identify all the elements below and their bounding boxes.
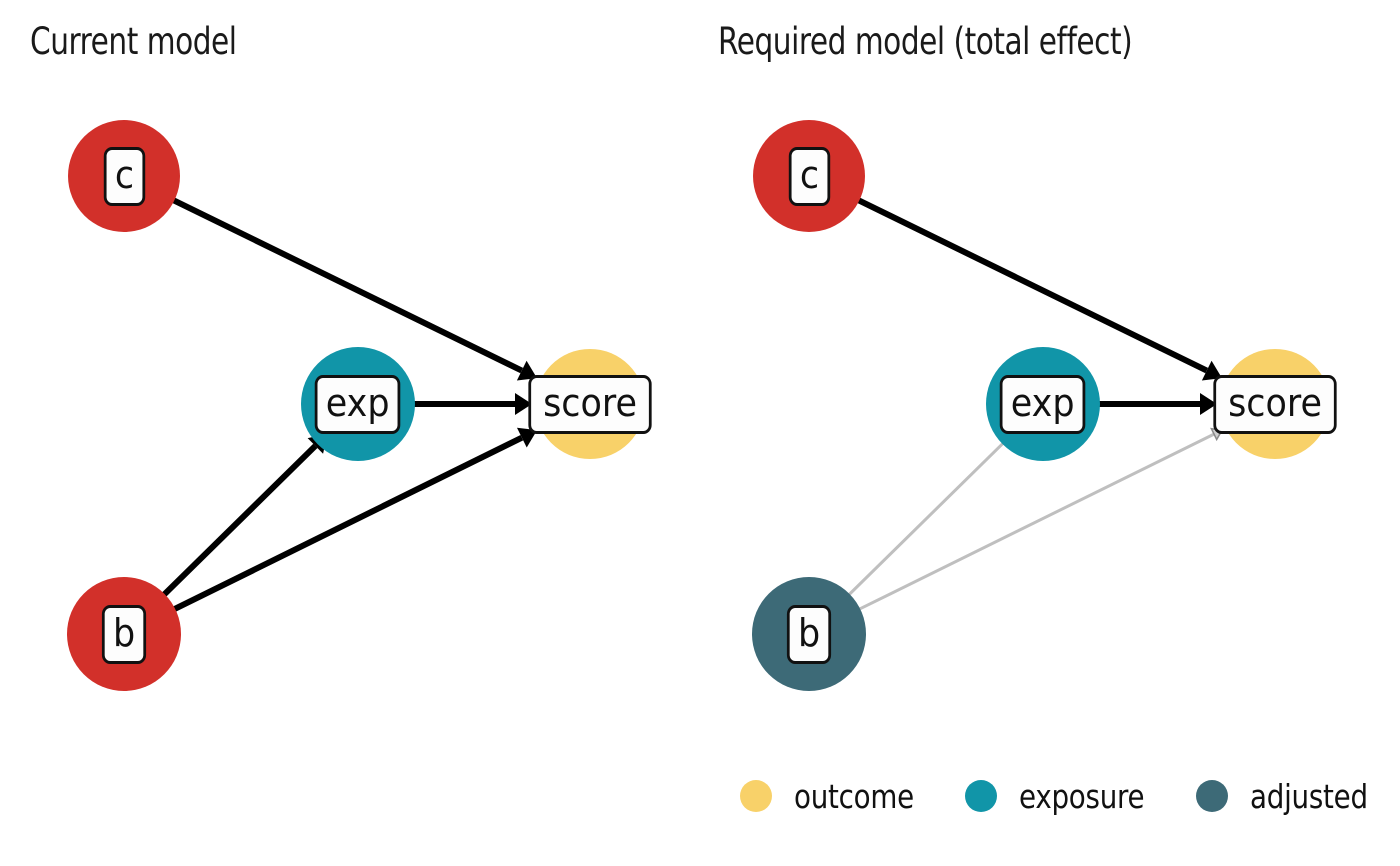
dag-node-label-c: c	[788, 146, 830, 206]
legend-swatch-icon	[740, 780, 772, 812]
dag-node-required-c[interactable]: c	[753, 120, 865, 232]
dag-edge-c-to-score	[172, 197, 524, 374]
dag-node-label-score: score	[528, 374, 652, 434]
legend-swatch-icon	[964, 780, 997, 812]
dag-node-required-exp[interactable]: exp	[986, 347, 1100, 461]
dag-node-label-b: b	[786, 604, 832, 664]
legend-label: adjusted	[1249, 776, 1368, 816]
dag-node-label-b: b	[101, 604, 147, 664]
dag-edge-c-to-score	[857, 197, 1209, 374]
legend-item-adjusted[interactable]: adjusted	[1195, 776, 1390, 816]
dag-node-required-score[interactable]: score	[1213, 349, 1337, 459]
legend-item-exposure[interactable]: exposure	[964, 776, 1168, 816]
dag-node-current-score[interactable]: score	[528, 349, 652, 459]
legend-swatch-icon	[1195, 780, 1228, 812]
dag-edge-b-to-score	[172, 434, 524, 612]
dag-node-current-exp[interactable]: exp	[301, 347, 415, 461]
legend-label: exposure	[1018, 776, 1145, 816]
dag-node-current-c[interactable]: c	[68, 120, 180, 232]
panel-title-required: Required model (total effect)	[718, 20, 1133, 63]
dag-edge-b-to-exp	[847, 439, 1008, 596]
dag-node-required-b[interactable]: b	[752, 577, 866, 691]
dag-node-label-exp: exp	[315, 374, 401, 434]
legend-label: outcome	[794, 776, 914, 816]
panel-title-current: Current model	[30, 20, 237, 63]
dag-edge-b-to-exp	[161, 443, 318, 597]
dag-node-label-c: c	[103, 146, 145, 206]
legend: outcome exposure adjusted	[740, 772, 1400, 820]
legend-item-outcome[interactable]: outcome	[740, 777, 937, 816]
dag-node-current-b[interactable]: b	[67, 577, 181, 691]
dag-node-label-score: score	[1213, 374, 1337, 434]
dag-node-label-exp: exp	[1000, 374, 1086, 434]
